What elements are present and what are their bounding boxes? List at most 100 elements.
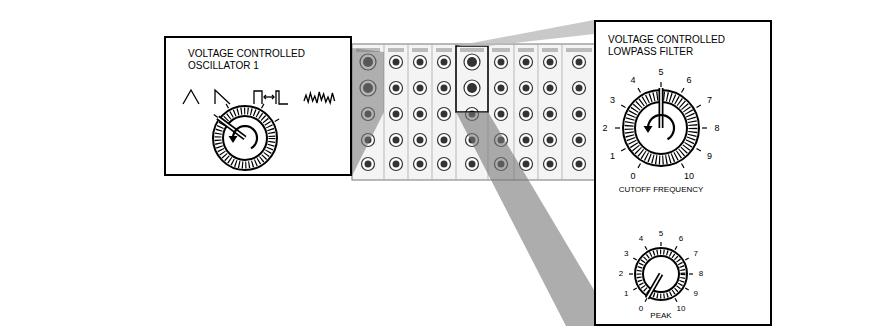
module-divider bbox=[408, 44, 409, 180]
panel-knob bbox=[464, 54, 480, 70]
scale-number: 8 bbox=[714, 124, 719, 133]
panel-knob-cap bbox=[441, 111, 448, 118]
callout-title: VOLTAGE CONTROLLED OSCILLATOR 1 bbox=[188, 48, 316, 72]
callout-title: VOLTAGE CONTROLLED LOWPASS FILTER bbox=[608, 34, 736, 58]
waveform-symbols bbox=[183, 90, 335, 104]
scale-number: 6 bbox=[679, 235, 683, 243]
panel-knob bbox=[544, 82, 557, 95]
panel-knob-cap bbox=[417, 111, 424, 118]
panel-knob-cap bbox=[547, 137, 554, 144]
scale-tick bbox=[645, 298, 647, 301]
panel-knob-cap bbox=[441, 59, 448, 66]
pulse-wave bbox=[254, 91, 262, 104]
panel-knob-cap bbox=[393, 111, 400, 118]
module-header bbox=[388, 48, 404, 52]
scale-tick bbox=[633, 258, 636, 260]
scale-tick bbox=[629, 273, 633, 274]
panel-knob bbox=[414, 158, 427, 171]
noise-wave bbox=[304, 92, 335, 103]
scale-number: 10 bbox=[684, 172, 694, 181]
scale-title: CUTOFF FREQUENCY bbox=[619, 186, 704, 194]
panel-knob bbox=[520, 108, 533, 121]
scale-number: 7 bbox=[693, 250, 697, 258]
triangle-wave bbox=[183, 90, 199, 104]
scale-number: 3 bbox=[624, 250, 628, 258]
scale-tick bbox=[660, 242, 661, 246]
scale-tick bbox=[645, 246, 647, 249]
filter-highlight bbox=[456, 46, 488, 112]
scale-tick bbox=[675, 246, 677, 249]
scale-number: 2 bbox=[602, 124, 607, 133]
scale-tick bbox=[638, 88, 641, 92]
scale-number: 4 bbox=[639, 235, 643, 243]
panel-knob bbox=[544, 108, 557, 121]
panel-knob bbox=[390, 56, 403, 69]
module-header bbox=[492, 48, 510, 52]
scale-tick bbox=[660, 82, 661, 87]
panel-knob-cap bbox=[498, 111, 505, 118]
panel-knob-cap bbox=[469, 161, 476, 168]
panel-knob bbox=[464, 80, 480, 96]
panel-knob bbox=[390, 134, 403, 147]
module-header bbox=[542, 48, 558, 52]
panel-knob-cap bbox=[576, 85, 583, 92]
scale-tick bbox=[697, 105, 701, 108]
zoom-wedge bbox=[456, 20, 594, 46]
panel-knob-cap bbox=[467, 57, 477, 67]
scale-tick bbox=[638, 164, 641, 168]
panel-knob-cap bbox=[393, 137, 400, 144]
pulse-wave bbox=[276, 91, 288, 104]
panel-knob-cap bbox=[417, 137, 424, 144]
scale-number: 4 bbox=[630, 75, 635, 84]
panel-knob bbox=[573, 56, 586, 69]
panel-knob bbox=[520, 134, 533, 147]
pulse-arrow bbox=[272, 95, 274, 99]
rotation-arrow bbox=[648, 115, 674, 139]
panel-knob-cap bbox=[498, 85, 505, 92]
scale-number: 1 bbox=[610, 152, 615, 161]
panel-knob-cap bbox=[467, 83, 477, 93]
panel-knob-cap bbox=[576, 111, 583, 118]
panel-knob bbox=[544, 134, 557, 147]
scale-tick bbox=[689, 273, 693, 274]
scale-number: 6 bbox=[686, 75, 691, 84]
scale-title: PEAK bbox=[650, 312, 671, 320]
panel-knob-cap bbox=[547, 59, 554, 66]
panel-knob bbox=[414, 108, 427, 121]
panel-knob-cap bbox=[365, 161, 372, 168]
zoom-wedge bbox=[352, 48, 384, 176]
panel-knob bbox=[390, 108, 403, 121]
scale-tick bbox=[685, 288, 688, 290]
saw-wave bbox=[215, 90, 230, 104]
callout-box: VOLTAGE CONTROLLED LOWPASS FILTER bbox=[594, 20, 772, 326]
panel-knob bbox=[495, 82, 508, 95]
knob bbox=[213, 104, 279, 170]
panel-knob bbox=[438, 82, 451, 95]
callout-ground bbox=[594, 20, 772, 326]
knob-pointer bbox=[660, 88, 662, 128]
panel-knob-cap bbox=[417, 59, 424, 66]
panel-knob bbox=[438, 158, 451, 171]
panel-knob-cap bbox=[393, 161, 400, 168]
panel-knob-cap bbox=[523, 85, 530, 92]
module-header bbox=[460, 48, 484, 52]
module-header bbox=[518, 48, 534, 52]
panel-knob bbox=[573, 82, 586, 95]
scale-tick bbox=[697, 149, 701, 152]
panel-knob bbox=[438, 134, 451, 147]
scale-number: 10 bbox=[677, 305, 686, 313]
panel-knob-cap bbox=[393, 59, 400, 66]
scale-number: 9 bbox=[707, 152, 712, 161]
scale-tick bbox=[682, 164, 685, 168]
scale-tick bbox=[685, 258, 688, 260]
panel-knob bbox=[466, 158, 479, 171]
panel-knob-cap bbox=[498, 59, 505, 66]
module-divider bbox=[562, 44, 563, 180]
scale-number: 9 bbox=[693, 290, 697, 298]
scale-tick bbox=[214, 115, 218, 118]
panel-knob-cap bbox=[576, 161, 583, 168]
scale-number: 0 bbox=[630, 172, 635, 181]
panel-knob bbox=[573, 158, 586, 171]
scale-number: 1 bbox=[624, 290, 628, 298]
